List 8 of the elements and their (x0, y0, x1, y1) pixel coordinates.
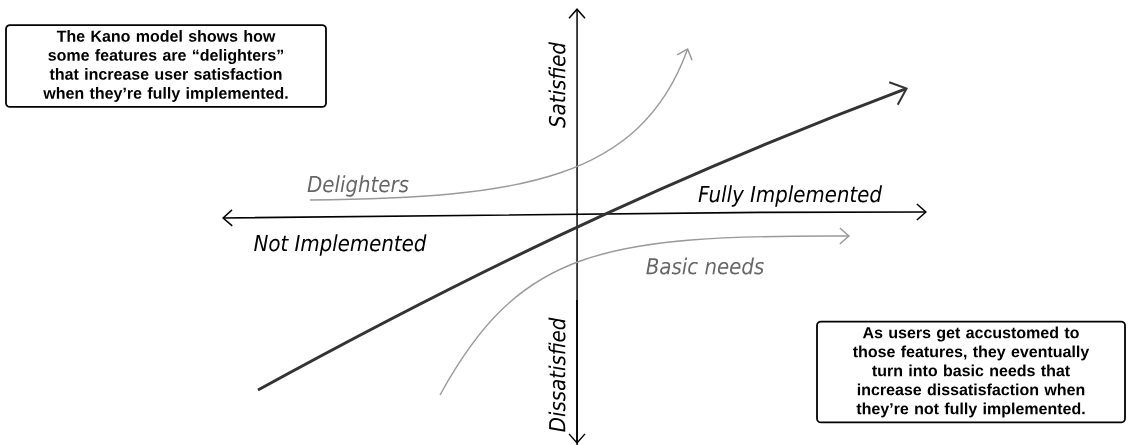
axis-label: Not Implemented (254, 234, 427, 256)
axis-label: Dissatisfied (548, 317, 566, 432)
axis-label: Fully Implemented (698, 185, 883, 207)
axis-label: Delighters (307, 175, 409, 197)
axis-label: Basic needs (646, 257, 764, 275)
callout-box: As users get accustomed to those features, they eventually turn into basic needs that increase dissatisfaction when they’re not fully implemented. (816, 320, 1126, 424)
axis-label: Satisfied (548, 42, 566, 128)
callout-box: The Kano model shows how some features are “delighters” that increase user satisfaction when they’re fully implemented. (5, 24, 327, 108)
